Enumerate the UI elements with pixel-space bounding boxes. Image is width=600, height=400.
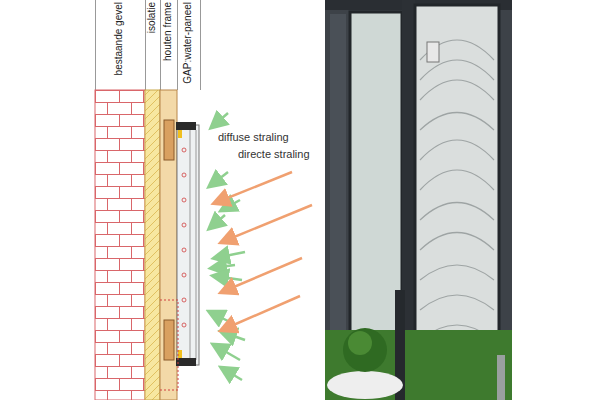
brick-wall (95, 90, 145, 400)
water-channels (182, 148, 186, 327)
radiation-label: diffuse straling (218, 131, 289, 144)
panel-photo (325, 0, 512, 400)
panel-glass (190, 130, 191, 360)
panel-clamp (176, 358, 196, 366)
column-header: bestaande gevel (113, 2, 127, 86)
column-header: isolatie (146, 2, 160, 86)
insulation (145, 90, 160, 400)
wooden-frame (160, 90, 177, 400)
radiation-label: directe straling (238, 148, 310, 161)
water-panel (177, 125, 199, 365)
clamp-detail (178, 130, 182, 138)
panel-glass (196, 130, 197, 360)
detail-outline (160, 300, 178, 390)
clamp-detail (178, 350, 182, 358)
column-lines (96, 0, 201, 90)
frame-block (164, 120, 174, 160)
frame-block (164, 320, 174, 360)
panel-clamp (176, 122, 196, 130)
direct-arrows (215, 172, 312, 330)
column-header: GAP:water-paneel (182, 2, 196, 86)
column-header: houten frame (162, 2, 176, 86)
